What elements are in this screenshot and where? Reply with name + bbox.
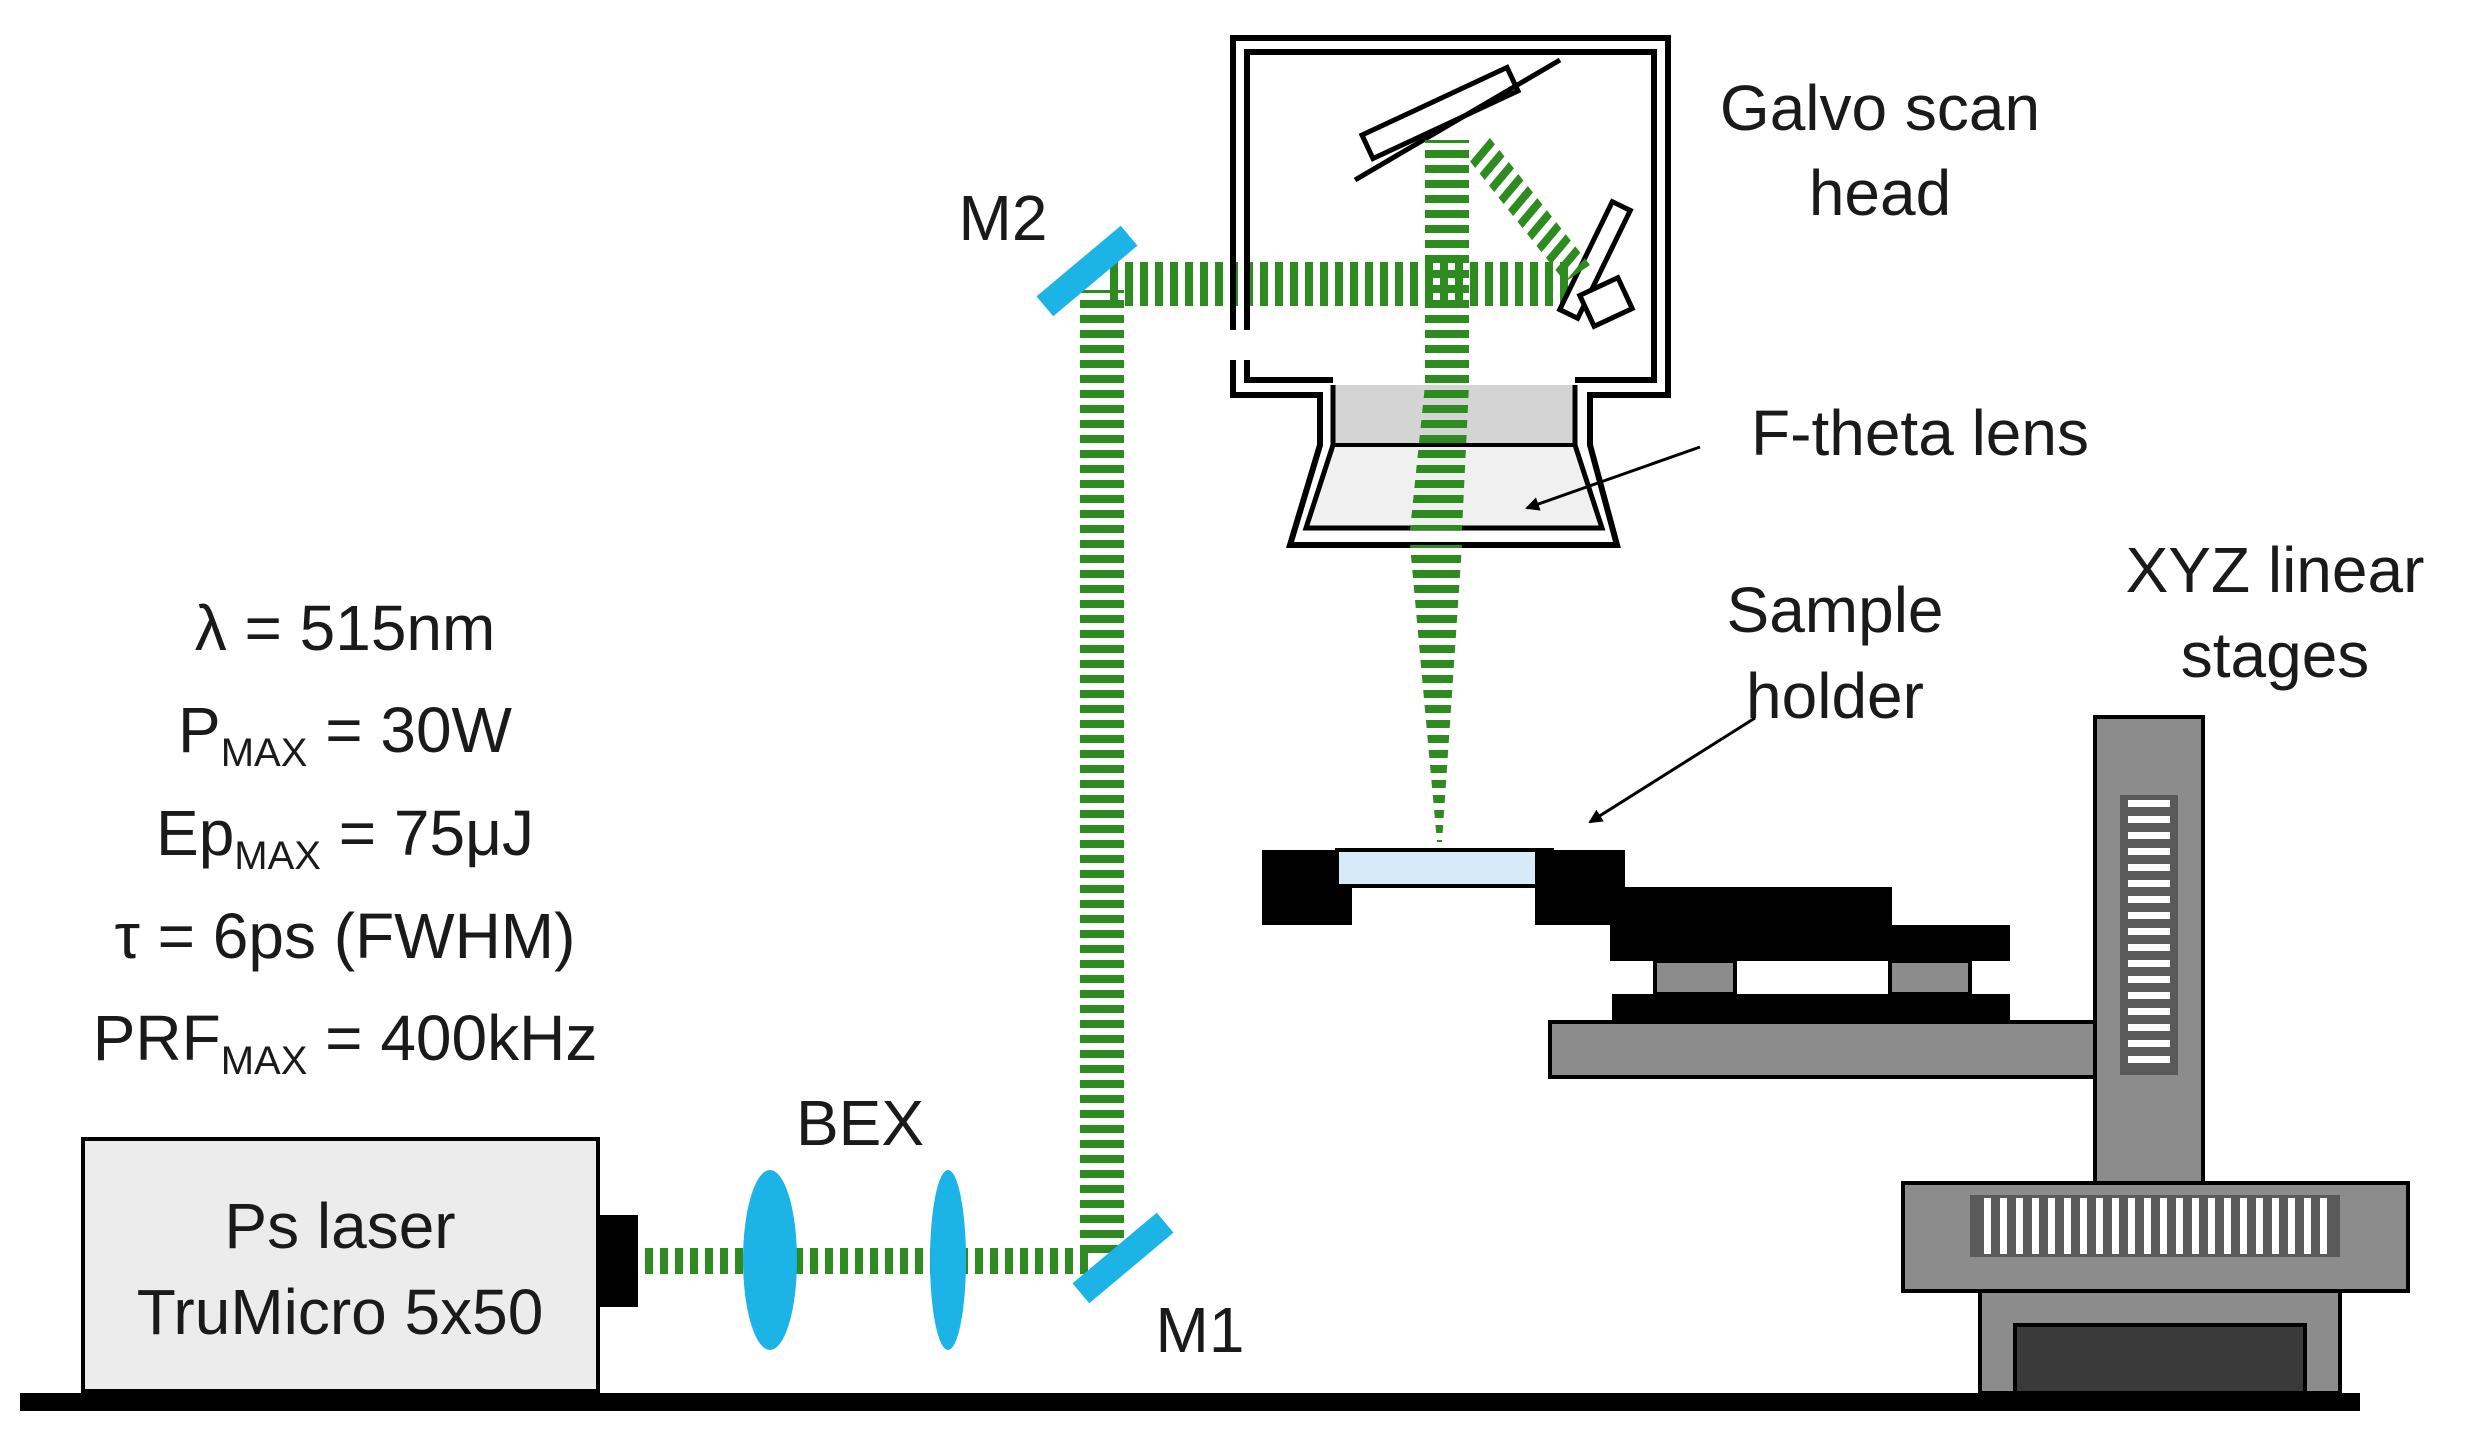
mirror-m1 <box>1072 1212 1174 1304</box>
spec-prf-main: PRF <box>93 1002 221 1074</box>
beam-focused <box>1410 385 1469 530</box>
galvo-label-line2: head <box>1809 157 1951 229</box>
galvo-mirror-side <box>1556 198 1634 322</box>
beam-focus-cone <box>1410 545 1462 842</box>
galvo-label-line1: Galvo scan <box>1720 72 2040 144</box>
spec-prf: PRFMAX = 400kHz <box>93 1002 598 1083</box>
holder-right-ext <box>1552 850 1625 890</box>
spec-energy-sub: MAX <box>234 834 321 878</box>
laser-aperture <box>598 1215 638 1307</box>
spec-prf-value: = 400kHz <box>307 1002 597 1074</box>
spec-power: PMAX = 30W <box>178 694 513 775</box>
stage-z-rail-ladder <box>2128 800 2170 1072</box>
stage-upper-plate <box>1610 925 2010 961</box>
xyz-label-line1: XYZ linear <box>2126 534 2425 606</box>
beam-galvo-diagonal <box>1465 138 1590 282</box>
sample-label-line2: holder <box>1746 660 1924 732</box>
galvo-mirror-top-axle <box>1353 57 1562 183</box>
m1-label: M1 <box>1156 1294 1245 1366</box>
stage-foot-window <box>2013 1323 2307 1395</box>
ground-line <box>20 1393 2360 1411</box>
beam-galvo-vertical <box>1425 140 1469 385</box>
ftheta-arrow <box>1525 445 1701 511</box>
spec-prf-sub: MAX <box>221 1039 308 1083</box>
bex-lens-2 <box>930 1170 966 1350</box>
stage-y-arm <box>1548 1020 2097 1079</box>
stage-spacer-right <box>1888 959 1972 996</box>
stage-x-rail-ladder <box>1975 1198 2335 1254</box>
spec-power-value: = 30W <box>307 694 512 766</box>
beam-m2-to-galvo <box>1105 262 1575 306</box>
laser-label-line1: Ps laser <box>224 1190 455 1262</box>
sample-glass <box>1335 848 1554 888</box>
stage-spacer-left <box>1653 959 1737 996</box>
galvo-housing-inner <box>1244 49 1657 383</box>
spec-power-sub: MAX <box>221 731 308 775</box>
beam-laser-to-m1 <box>640 1248 1090 1274</box>
holder-plate <box>1625 887 1892 925</box>
spec-wavelength: λ = 515nm <box>195 592 496 664</box>
mirror-m2 <box>1036 225 1138 317</box>
laser-box <box>81 1137 600 1393</box>
holder-left-top <box>1262 850 1337 880</box>
galvo-motor <box>1576 274 1636 330</box>
spec-energy-main: Ep <box>156 797 234 869</box>
laser-label-line2: TruMicro 5x50 <box>137 1276 544 1348</box>
stage-lower-plate <box>1612 994 2010 1022</box>
beam-m1-to-m2 <box>1080 290 1124 1260</box>
galvo-housing <box>1230 35 1671 548</box>
spec-pulse: τ = 6ps (FWHM) <box>115 900 576 972</box>
m2-label: M2 <box>959 182 1048 254</box>
spec-energy: EpMAX = 75μJ <box>156 797 534 878</box>
bex-lens-1 <box>743 1170 797 1350</box>
spec-energy-value: = 75μJ <box>321 797 534 869</box>
sample-label-line1: Sample <box>1727 574 1944 646</box>
sample-arrow <box>1588 716 1756 824</box>
xyz-label-line2: stages <box>2181 619 2370 691</box>
spec-power-main: P <box>178 694 221 766</box>
bex-label: BEX <box>796 1087 924 1159</box>
galvo-housing-inner-left <box>1244 360 1333 383</box>
ftheta-label: F-theta lens <box>1751 397 2089 469</box>
